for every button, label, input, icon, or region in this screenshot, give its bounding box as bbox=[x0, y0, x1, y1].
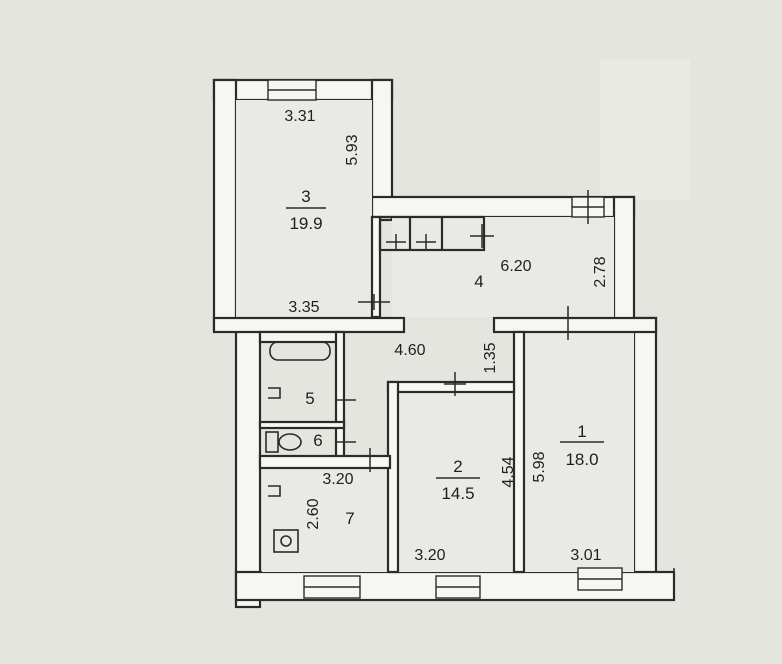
dim-corridor-width: 4.60 bbox=[394, 342, 425, 359]
windows bbox=[267, 79, 623, 599]
dim-r1-width: 3.01 bbox=[570, 547, 601, 564]
dim-r1-depth: 5.98 bbox=[531, 451, 548, 482]
room-1-number: 1 bbox=[577, 422, 586, 441]
stove-icon bbox=[273, 529, 299, 553]
dim-corridor-depth: 1.35 bbox=[482, 342, 499, 373]
dim-r3-top-width: 3.31 bbox=[284, 108, 315, 125]
wall-ticks bbox=[213, 84, 675, 604]
dim-r2-width: 3.20 bbox=[414, 547, 445, 564]
sink-icon bbox=[268, 387, 281, 399]
room-1-area: 18.0 bbox=[565, 450, 598, 469]
dim-r7-depth: 2.60 bbox=[305, 498, 322, 529]
dim-r3-bottom-width: 3.35 bbox=[288, 299, 319, 316]
room-3-number: 3 bbox=[301, 187, 310, 206]
bathtub-icon bbox=[269, 341, 331, 361]
room-4-number: 4 bbox=[474, 272, 483, 291]
dimension-labels: 3.31 5.93 3.35 6.20 2.78 4.60 1.35 4.54 … bbox=[284, 108, 609, 564]
kitchen-sink-icon bbox=[268, 485, 281, 497]
room-labels: 3 19.9 4 1 18.0 2 14.5 5 6 7 bbox=[289, 187, 598, 528]
room-6-number: 6 bbox=[313, 431, 322, 450]
door-marks bbox=[336, 190, 589, 472]
room-interiors bbox=[236, 100, 634, 572]
room-5-number: 5 bbox=[305, 389, 314, 408]
dim-hall-width: 6.20 bbox=[500, 258, 531, 275]
room-3-area: 19.9 bbox=[289, 214, 322, 233]
dim-r2-depth: 4.54 bbox=[500, 456, 517, 487]
dim-r3-depth: 5.93 bbox=[344, 134, 361, 165]
interior-walls bbox=[212, 215, 658, 574]
area-fraction-lines bbox=[286, 207, 604, 479]
room-2-number: 2 bbox=[453, 457, 462, 476]
dim-hall-depth: 2.78 bbox=[592, 256, 609, 287]
dim-r7-width: 3.20 bbox=[322, 471, 353, 488]
toilet-icon bbox=[265, 431, 302, 453]
room-7-number: 7 bbox=[345, 509, 354, 528]
room-2-area: 14.5 bbox=[441, 484, 474, 503]
